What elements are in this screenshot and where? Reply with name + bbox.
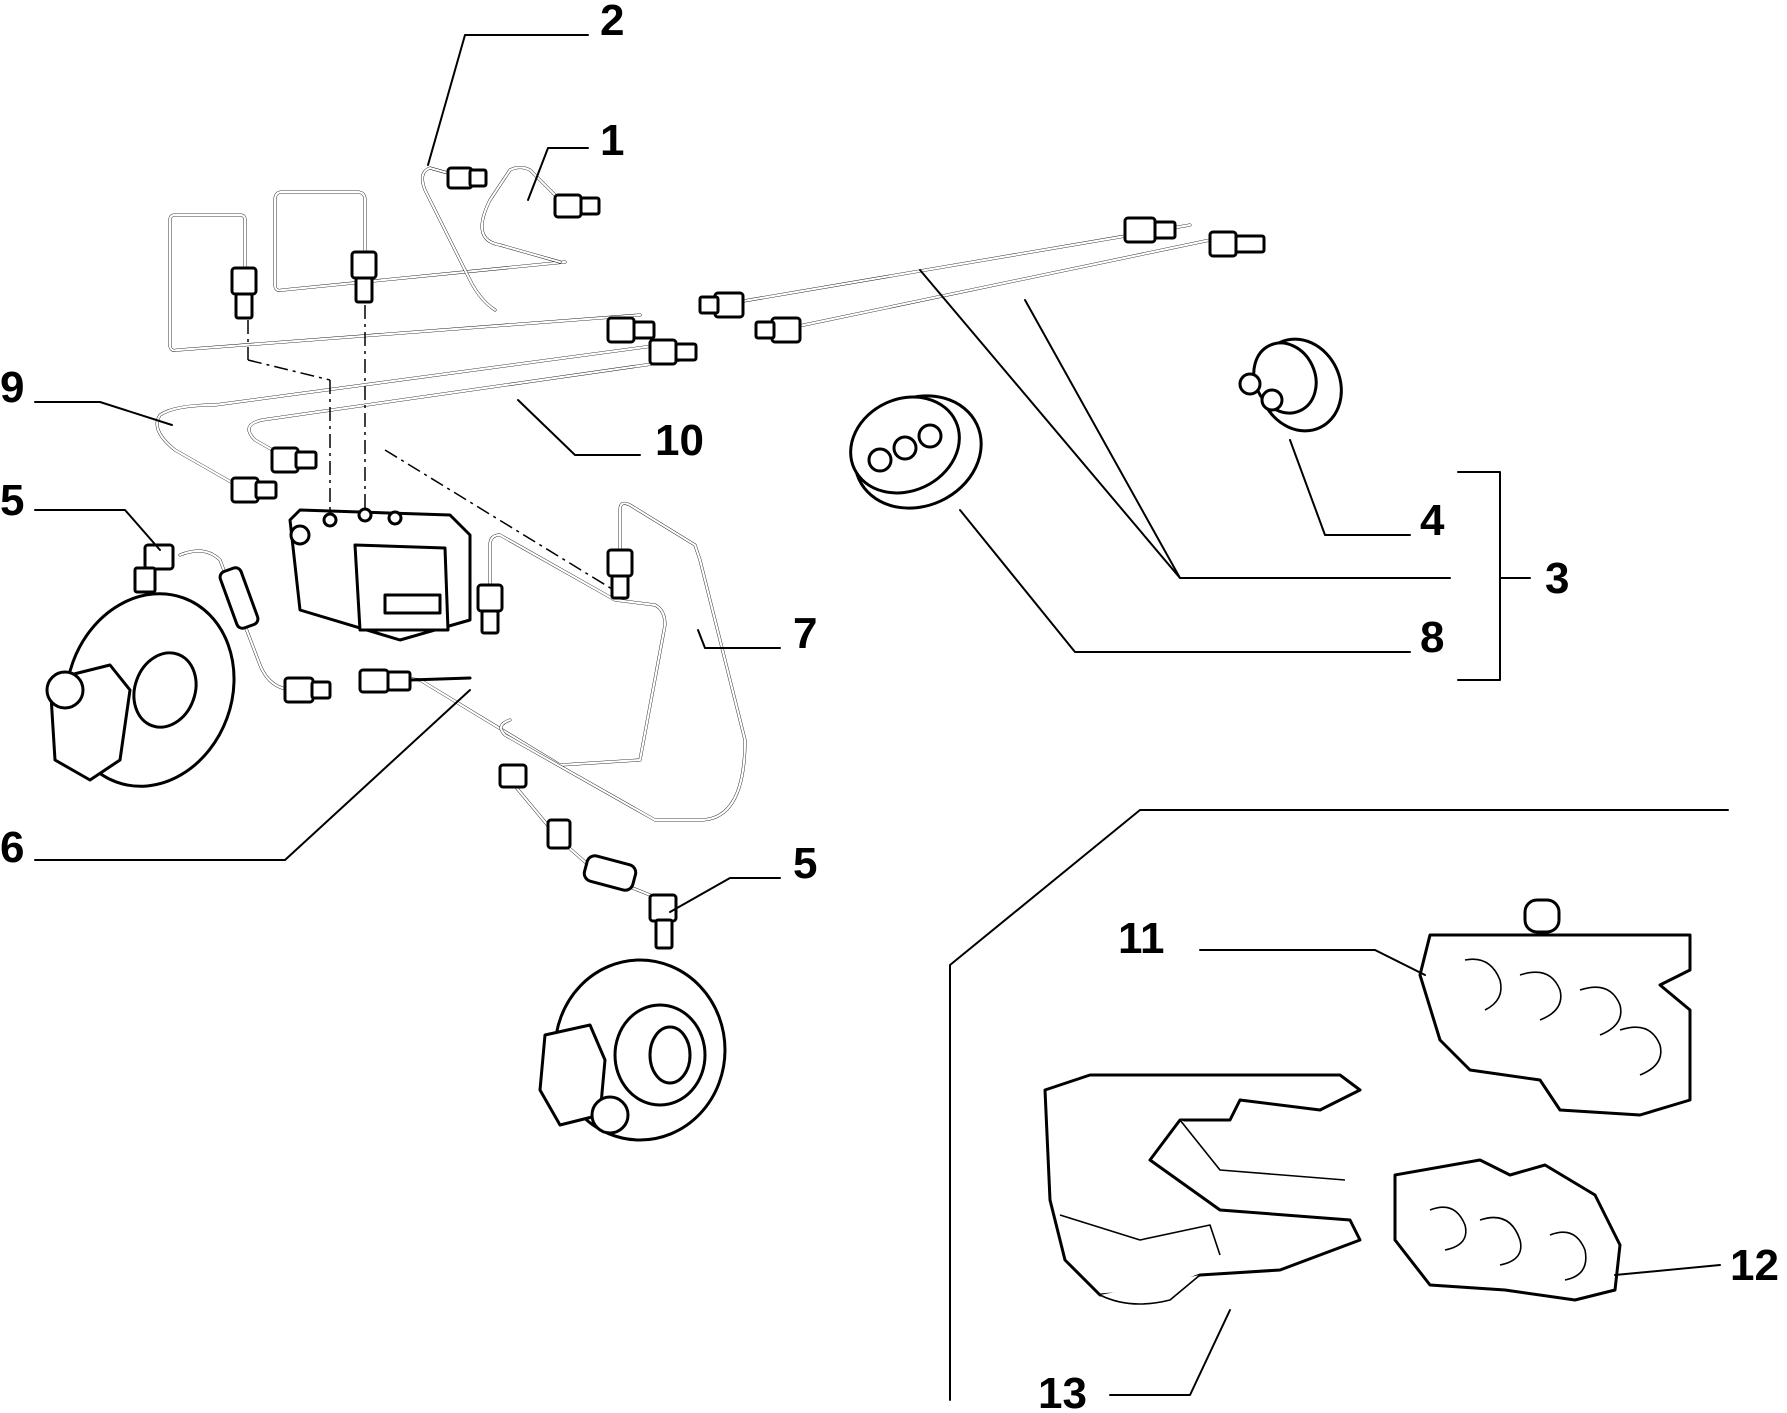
brake-hose-6 xyxy=(358,668,472,694)
callout-6: 6 xyxy=(0,823,24,872)
fitting-icon xyxy=(606,548,634,600)
fitting-icon xyxy=(606,316,656,344)
hydraulic-unit xyxy=(288,507,472,642)
callout-5-lower: 5 xyxy=(793,839,817,888)
brake-hose-front-left xyxy=(133,543,332,704)
callout-13: 13 xyxy=(1038,1369,1087,1413)
brake-disc-right xyxy=(538,958,727,1142)
fitting-icon xyxy=(1123,216,1177,244)
fitting-icon xyxy=(230,266,258,320)
callout-3: 3 xyxy=(1545,554,1569,603)
connection-guides xyxy=(247,305,631,601)
fitting-icon xyxy=(270,446,318,474)
callout-11: 11 xyxy=(1118,914,1165,963)
callout-8: 8 xyxy=(1420,613,1444,662)
grommet-three-hole xyxy=(849,394,983,510)
pipe-bundle-left xyxy=(155,166,698,504)
callout-7: 7 xyxy=(793,609,817,658)
fitting-icon xyxy=(1208,230,1266,258)
callout-2: 2 xyxy=(600,0,624,45)
callout-12: 12 xyxy=(1730,1241,1779,1290)
callout-4: 4 xyxy=(1420,496,1445,545)
callout-9: 9 xyxy=(0,363,24,412)
fitting-icon xyxy=(230,476,278,504)
pipe-7 xyxy=(378,501,747,822)
brake-hose-front-right xyxy=(498,763,678,950)
callout-5-upper: 5 xyxy=(0,476,24,525)
fitting-icon xyxy=(754,316,802,344)
grommet-two-hole xyxy=(1238,337,1343,433)
pipe-clip-11 xyxy=(1418,898,1692,1117)
long-pipes xyxy=(698,216,1266,344)
fitting-icon xyxy=(553,193,601,219)
callout-10: 10 xyxy=(655,416,704,465)
fitting-icon xyxy=(698,291,745,319)
fitting-icon xyxy=(476,583,504,635)
fitting-icon xyxy=(350,250,378,304)
fitting-icon xyxy=(648,338,698,366)
callout-1: 1 xyxy=(600,116,624,165)
leader-lines xyxy=(34,34,1729,1401)
pipe-clip-12 xyxy=(1393,1158,1622,1302)
brake-disc-left xyxy=(45,592,236,788)
pipe-clip-13 xyxy=(1043,1073,1362,1305)
fitting-icon xyxy=(446,166,488,190)
